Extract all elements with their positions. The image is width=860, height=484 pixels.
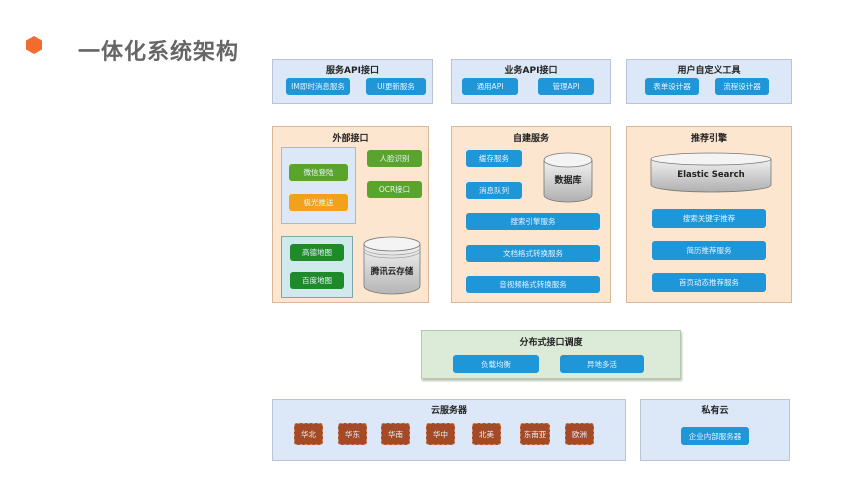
database-cylinder-icon [650,152,772,193]
wechat-login-button[interactable]: 微信登陆 [289,164,348,181]
baidu-map-button[interactable]: 百度地图 [290,272,344,289]
login-push-group: 微信登陆 极光推送 [281,147,356,224]
panel-business-api: 业务API接口 通用API 管理API [451,59,611,104]
form-designer-button[interactable]: 表单设计器 [645,78,699,95]
panel-title: 服务API接口 [326,66,379,76]
ocr-interface-button[interactable]: OCR接口 [367,181,422,198]
tencent-cloud-storage-cylinder: 腾讯云存储 [362,235,422,295]
panel-private-cloud: 私有云 企业内部服务器 [640,399,790,461]
region-south-china-button[interactable]: 华南 [381,423,410,445]
panel-title: 云服务器 [430,406,467,416]
region-north-china-button[interactable]: 华北 [294,423,323,445]
panel-self-built-services: 自建服务 缓存服务 消息队列 数据库 搜索引擎服务 文档格式转换服务 音视频格式… [451,126,611,303]
panel-title: 外部接口 [332,134,369,144]
region-europe-button[interactable]: 欧洲 [565,423,594,445]
panel-recommendation-engine: 推荐引擎 Elastic Search 搜索关键字推荐 简历推荐服务 首页动态推… [626,126,792,303]
load-balancing-button[interactable]: 负载均衡 [453,355,539,373]
amap-button[interactable]: 高德地图 [290,244,344,261]
storage-label: 腾讯云存储 [370,267,414,277]
multi-site-active-button[interactable]: 异地多活 [560,355,644,373]
common-api-button[interactable]: 通用API [462,78,518,95]
region-central-china-button[interactable]: 华中 [426,423,455,445]
region-north-america-button[interactable]: 北美 [472,423,501,445]
panel-title: 私有云 [701,406,729,416]
panel-user-tools: 用户自定义工具 表单设计器 流程设计器 [626,59,792,104]
homepage-recommend-button[interactable]: 首页动态推荐服务 [652,273,766,292]
keyword-recommend-button[interactable]: 搜索关键字推荐 [652,209,766,228]
elastic-search-cylinder: Elastic Search [649,151,773,195]
im-message-service-button[interactable]: IM即时消息服务 [286,78,350,95]
jpush-button[interactable]: 极光推送 [289,194,348,211]
flow-designer-button[interactable]: 流程设计器 [715,78,769,95]
panel-external-interfaces: 外部接口 微信登陆 极光推送 人脸识别 OCR接口 高德地图 百度地图 腾讯云存… [272,126,429,303]
panel-service-api: 服务API接口 IM即时消息服务 UI更新服务 [272,59,433,104]
panel-title: 推荐引擎 [690,134,727,144]
av-format-conversion-button[interactable]: 音视频格式转换服务 [466,276,600,293]
database-cylinder-icon [363,236,421,295]
elastic-search-label: Elastic Search [677,170,745,180]
panel-title: 用户自定义工具 [677,66,741,76]
region-southeast-asia-button[interactable]: 东南亚 [520,423,550,445]
face-recognition-button[interactable]: 人脸识别 [367,150,422,167]
database-cylinder: 数据库 [542,151,594,203]
panel-title: 自建服务 [512,134,549,144]
panel-cloud-servers: 云服务器 华北 华东 华南 华中 北美 东南亚 欧洲 [272,399,626,461]
panel-distributed-dispatch: 分布式接口调度 负载均衡 异地多活 [421,330,681,379]
ui-update-service-button[interactable]: UI更新服务 [366,78,426,95]
region-east-china-button[interactable]: 华东 [338,423,367,445]
database-cylinder-icon [543,152,593,203]
database-label: 数据库 [554,176,582,186]
doc-format-conversion-button[interactable]: 文档格式转换服务 [466,245,600,262]
panel-title: 业务API接口 [504,66,558,76]
map-group: 高德地图 百度地图 [281,236,353,298]
admin-api-button[interactable]: 管理API [538,78,594,95]
message-queue-button[interactable]: 消息队列 [466,182,522,199]
search-engine-service-button[interactable]: 搜索引擎服务 [466,213,600,230]
page-title: 一体化系统架构 [78,40,240,65]
panel-title: 分布式接口调度 [519,338,583,348]
resume-recommend-button[interactable]: 简历推荐服务 [652,241,766,260]
hexagon-bullet-icon [26,36,42,54]
enterprise-server-button[interactable]: 企业内部服务器 [681,427,749,445]
cache-service-button[interactable]: 缓存服务 [466,150,522,167]
